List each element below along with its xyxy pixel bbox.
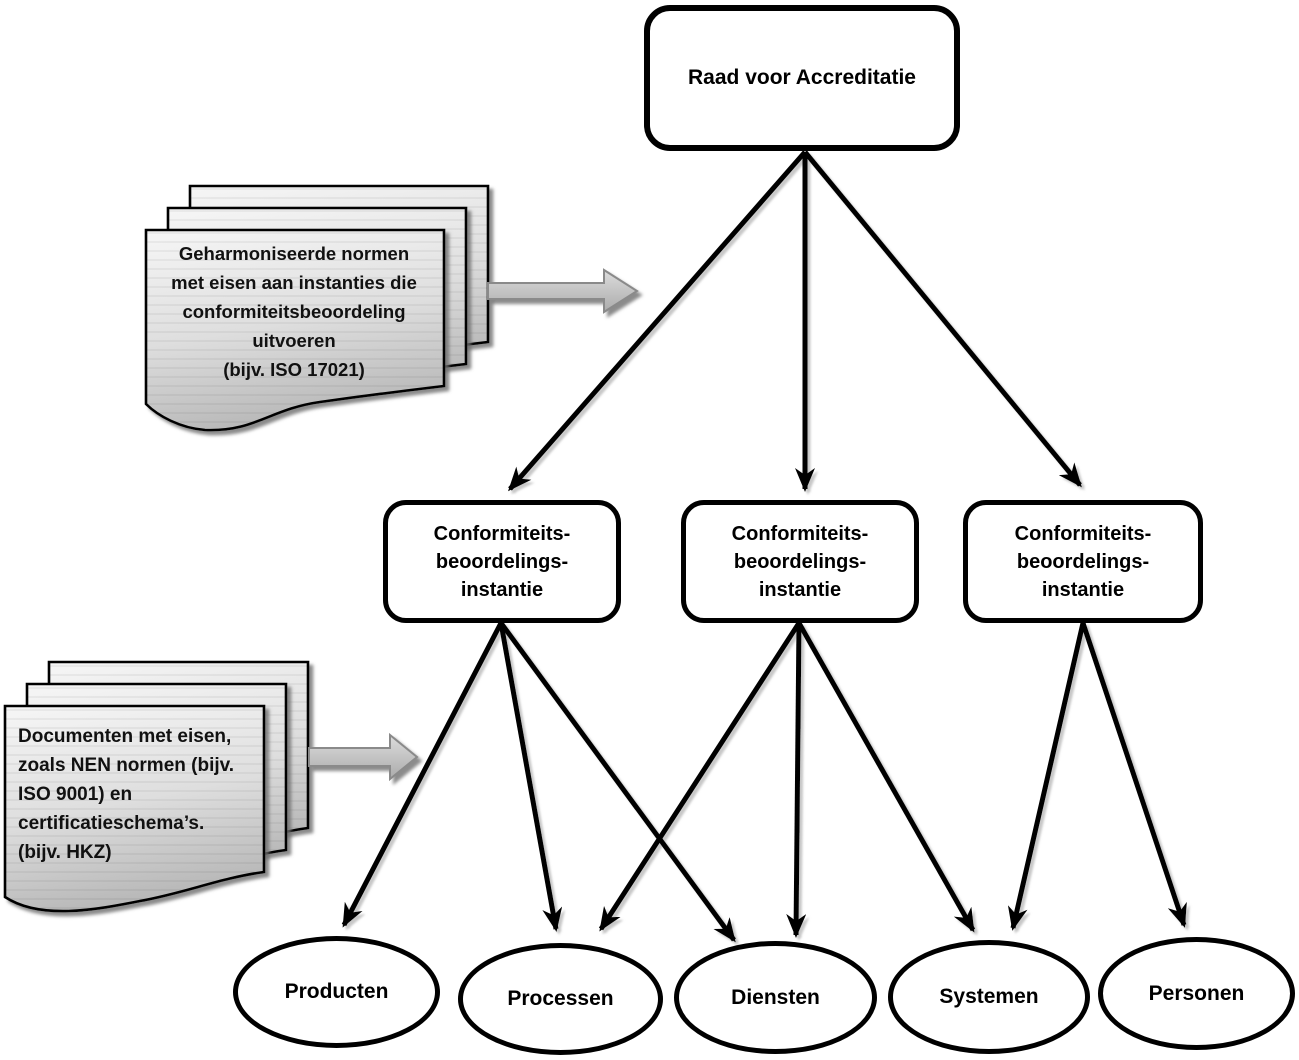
arrow-cbi2-to-diensten <box>786 622 807 938</box>
arrow-raad-to-cbi3 <box>803 150 1082 488</box>
node-cbi-3: Conformiteits- beoordelings- instantie <box>963 500 1203 623</box>
node-label: Personen <box>1148 981 1245 1005</box>
node-cbi-1: Conformiteits- beoordelings- instantie <box>383 500 621 623</box>
node-label: Diensten <box>731 985 820 1009</box>
arrow-cbi2-to-systemen <box>796 621 976 933</box>
annotation-harmonised-standards: Geharmoniseerde normen met eisen aan ins… <box>171 243 417 380</box>
arrow-cbi1-to-producten <box>341 621 504 928</box>
block-arrow-icon-stack2 <box>308 732 419 782</box>
node-label: Producten <box>284 980 389 1003</box>
arrow-cbi3-to-systemen <box>1007 622 1086 931</box>
node-systemen: Systemen <box>888 940 1090 1054</box>
node-personen: Personen <box>1098 937 1295 1050</box>
annotation-requirement-documents: Documenten met eisen, zoals NEN normen (… <box>18 726 235 863</box>
arrow-cbi2-to-processen <box>598 621 802 932</box>
block-arrow-icon-stack1 <box>487 268 639 314</box>
node-label: Conformiteits- beoordelings- instantie <box>1014 522 1152 601</box>
connector-arrows <box>341 150 1187 943</box>
node-label: Processen <box>507 987 614 1010</box>
node-label: Conformiteits- beoordelings- instantie <box>731 522 869 601</box>
arrow-raad-to-cbi1 <box>508 150 807 492</box>
node-label: Systemen <box>939 985 1039 1008</box>
node-processen: Processen <box>458 943 663 1055</box>
node-label: Raad voor Accreditatie <box>688 66 916 89</box>
node-producten: Producten <box>233 936 440 1048</box>
arrow-cbi1-to-processen <box>498 622 563 932</box>
node-diensten: Diensten <box>674 941 877 1054</box>
node-cbi-2: Conformiteits- beoordelings- instantie <box>681 500 919 623</box>
arrow-cbi3-to-personen <box>1080 622 1187 928</box>
node-label: Conformiteits- beoordelings- instantie <box>433 522 571 601</box>
arrow-cbi1-to-diensten <box>498 621 737 943</box>
node-raad-voor-accreditatie: Raad voor Accreditatie <box>644 5 960 151</box>
